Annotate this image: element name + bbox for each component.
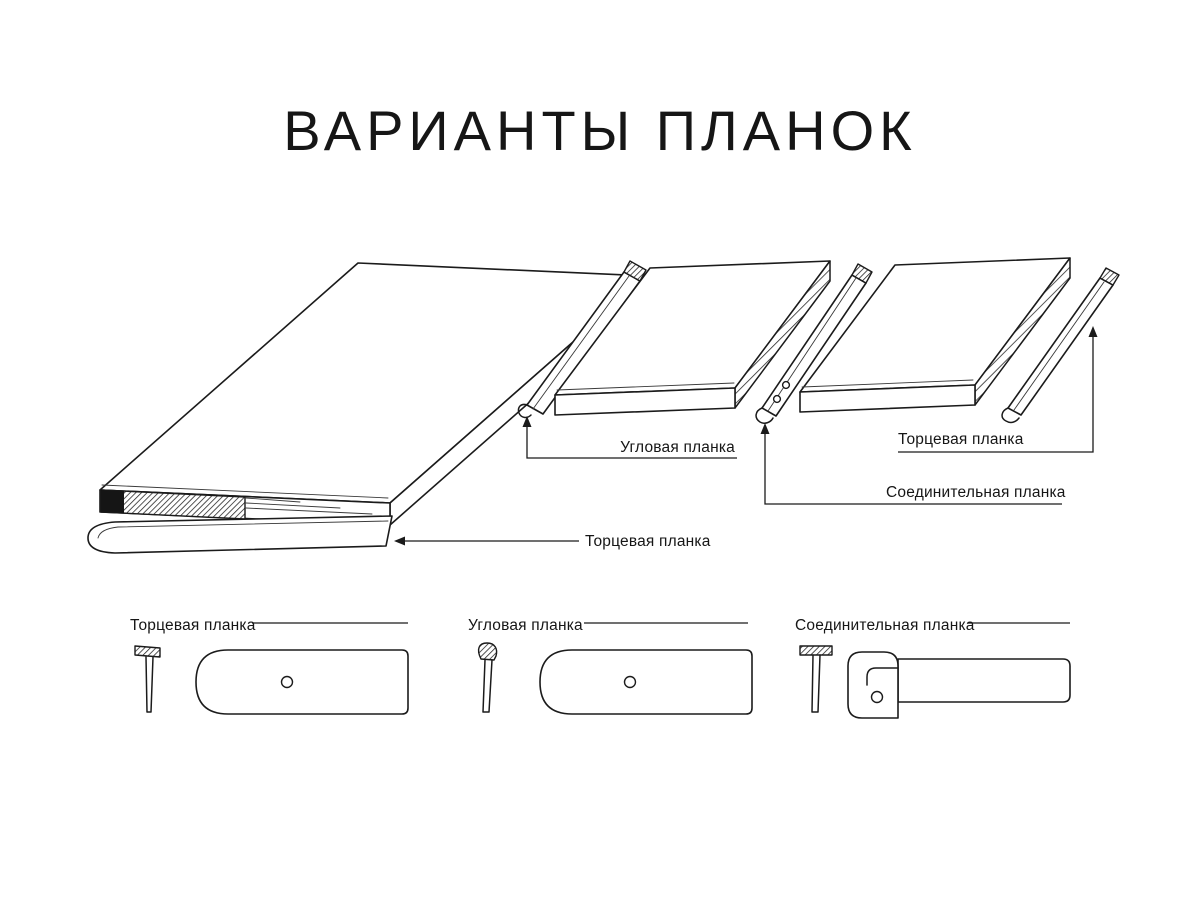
end-strip-detached <box>87 515 393 554</box>
connector-screw-hole <box>870 690 884 704</box>
end-strip-right-inner-line <box>1013 281 1105 411</box>
leader-end-strip-left: Торцевая планка <box>394 533 711 550</box>
arrow-up-icon <box>522 416 532 427</box>
slab-large-grain-lines <box>245 497 373 515</box>
arrow-up-icon <box>760 423 770 434</box>
page-title: ВАРИАНТЫ ПЛАНОК <box>283 99 917 162</box>
end-strip-profile-cap <box>134 645 161 658</box>
corner-strip-endgrain <box>623 260 647 282</box>
corner-strip-screw-hole <box>623 675 637 689</box>
end-strip-right-endgrain <box>1099 267 1120 286</box>
leader-connector-strip: Соединительная планка <box>760 423 1066 505</box>
end-strip-iso-right <box>1001 267 1120 424</box>
connector-plan-countertop <box>897 658 1071 703</box>
corner-strip-profile-stem <box>482 659 493 713</box>
corner-strip-inner-line <box>532 275 630 410</box>
leader-line <box>764 434 1062 505</box>
label-end-strip-left: Торцевая планка <box>585 533 711 550</box>
connector-plan-hook-line <box>866 667 899 686</box>
connector-plan-hook-piece <box>847 651 899 719</box>
slab-middle-front-face <box>554 387 736 416</box>
slab-large-endgrain-dark <box>101 490 124 513</box>
connector-profile-cap <box>799 645 833 656</box>
leader-corner-strip: Угловая планка <box>522 416 737 459</box>
label-end-strip-right: Торцевая планка <box>898 431 1024 448</box>
label-corner-strip: Угловая планка <box>620 439 735 456</box>
countertop-slab-right <box>799 257 1071 413</box>
countertop-slab-middle <box>554 260 831 416</box>
section-connector-strip-label: Соединительная планка <box>795 617 975 634</box>
slab-right-front-face <box>799 384 976 413</box>
leader-line <box>898 337 1094 453</box>
label-connector-strip: Соединительная планка <box>886 484 1066 501</box>
slab-right-bullnose-line <box>801 379 974 388</box>
end-strip-screw-hole <box>280 675 294 689</box>
connector-strip-inner-line <box>767 277 857 412</box>
corner-strip-profile-cap <box>477 642 498 661</box>
arrow-left-icon <box>394 536 405 546</box>
end-strip-profile-stem <box>145 656 154 713</box>
connector-strip-hole-1 <box>772 394 782 404</box>
slab-large-bullnose-line <box>101 484 389 499</box>
connector-strip-endgrain <box>851 263 873 284</box>
connector-strip-profile-tip <box>755 407 774 424</box>
connector-strip-hole-2 <box>781 380 791 390</box>
corner-strip-iso <box>517 260 647 419</box>
end-strip-body <box>87 515 393 554</box>
section-end-strip-label: Торцевая планка <box>130 617 256 634</box>
arrow-up-icon <box>1088 326 1098 337</box>
connector-strip-iso <box>755 263 873 424</box>
end-strip-plan-view <box>195 649 409 715</box>
slab-middle-bullnose-line <box>556 382 735 391</box>
end-strip-right-profile-tip <box>1001 407 1020 424</box>
section-end-strip: Торцевая планка <box>130 617 409 715</box>
connector-profile-stem <box>811 654 821 713</box>
section-corner-strip: Угловая планка <box>468 617 753 715</box>
end-strip-inner-line <box>97 520 389 539</box>
leader-end-strip-right: Торцевая планка <box>898 326 1098 453</box>
leader-line <box>526 427 737 459</box>
corner-strip-plan-view <box>539 649 753 715</box>
section-connector-strip: Соединительная планка <box>795 617 1071 719</box>
section-corner-strip-label: Угловая планка <box>468 617 583 634</box>
